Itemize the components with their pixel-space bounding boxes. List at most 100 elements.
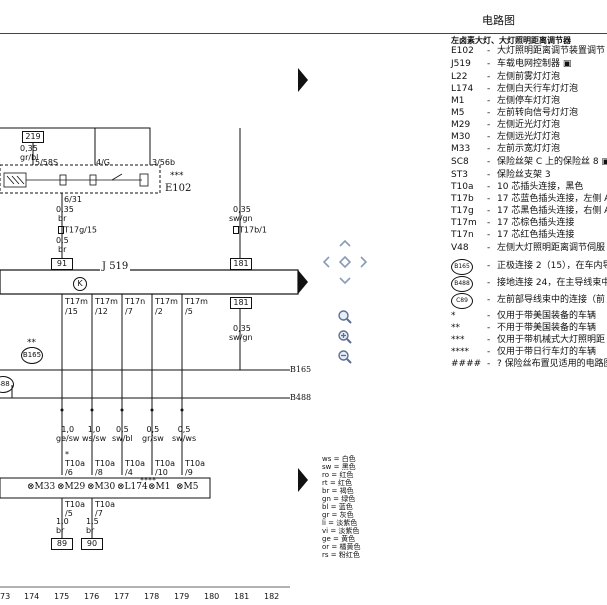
page-continue-arrow-icon (298, 68, 308, 92)
ruler-number: 180 (204, 592, 220, 601)
pan-left-icon[interactable] (319, 254, 335, 270)
lamp-m5[interactable]: ⊗M5 (176, 482, 199, 492)
b165-stars: ** (27, 338, 36, 348)
color-code: or = 橘黄色 (322, 543, 361, 551)
e102-switch-symbol (3, 172, 149, 188)
ruler-number: 179 (174, 592, 190, 601)
j519-pin-label: T17m/15 (65, 297, 88, 316)
zoom-in-icon[interactable] (337, 329, 353, 345)
legend-item: T10a-10 芯插头连接，黑色 (451, 182, 584, 192)
connector-label: T17g/15 (58, 226, 97, 235)
fuse-181-box[interactable]: 181 (230, 258, 252, 270)
bulb-icon: ⊗ (117, 482, 125, 492)
j519-k-marker: K (73, 277, 87, 291)
legend-item: M5-左前转向信号灯灯泡 (451, 108, 579, 118)
wiring-diagram (0, 127, 299, 588)
lamp-l174[interactable]: ⊗L174 (117, 482, 148, 492)
camera-icon[interactable]: ▣ (562, 59, 572, 69)
color-code: ws = 白色 (322, 455, 356, 463)
zoom-fit-icon[interactable] (337, 309, 353, 325)
legend-heading: 左卤素大灯、大灯照明距离调节器 (451, 36, 571, 45)
legend-item: L174-左侧白天行车灯灯泡 (451, 84, 579, 94)
e102-stars: *** (170, 171, 184, 181)
lamp-m29[interactable]: ⊗M29 (57, 482, 86, 492)
bulb-icon: ⊗ (27, 482, 35, 492)
legend-circle-item: B165-正极连接 2（15），在车内导 (451, 259, 607, 275)
ruler-number: 174 (24, 592, 40, 601)
pan-center-icon[interactable] (337, 254, 353, 270)
legend-item: M1-左侧停车灯灯泡 (451, 96, 561, 106)
lamp-connector-label: T10a/9 (185, 459, 205, 477)
fuse-91-box[interactable]: 91 (51, 258, 73, 270)
j519-label[interactable]: J 519 (100, 261, 131, 272)
color-code: bl = 蓝色 (322, 503, 353, 511)
color-code: rs = 粉红色 (322, 551, 360, 559)
legend-item: T17n-17 芯红色插头连接 (451, 230, 575, 240)
legend-circle-item: C89-左前部导线束中的连接（前 (451, 293, 605, 309)
color-code-list: ws = 白色 sw = 黑色 ro = 红色 rt = 红色 br = 褐色 … (322, 455, 360, 559)
color-code: li = 淡紫色 (322, 519, 358, 527)
bulb-icon: ⊗ (87, 482, 95, 492)
color-code: br = 褐色 (322, 487, 354, 495)
wire-size-label: 0,35 (233, 324, 251, 333)
ground-90-box[interactable]: 90 (81, 538, 103, 550)
legend-circle-item: B488-接地连接 24，在主导线束中 (451, 276, 607, 292)
ground-89-box[interactable]: 89 (51, 538, 73, 550)
color-code: ro = 红色 (322, 471, 354, 479)
wire-color-label: br (58, 214, 67, 223)
connector-icon (58, 226, 64, 234)
zoom-out-icon[interactable] (337, 349, 353, 365)
color-code: gr = 灰色 (322, 511, 354, 519)
j519-pin-label: T17m/5 (185, 297, 208, 316)
wire-size-label: 0,35 (56, 205, 74, 214)
pan-up-icon[interactable] (337, 236, 353, 252)
wire-color-label: br (58, 245, 67, 254)
wire-size-label: 0,35 (20, 144, 38, 153)
b165-connection-circle[interactable]: B165 (21, 347, 43, 364)
ruler-number: 73 (0, 592, 11, 601)
legend-item: T17b-17 芯蓝色插头连接，左侧 A (451, 194, 607, 204)
legend-item: V48-左侧大灯照明距离调节伺服 (451, 243, 606, 253)
color-code: ge = 黄色 (322, 535, 356, 543)
legend-item: M30-左侧远光灯灯泡 (451, 132, 561, 142)
lamp-bottom-conn: T10a/7 (95, 500, 115, 518)
ruler-number: 178 (144, 592, 160, 601)
legend-item: E102-大灯照明距离调节装置调节 (451, 46, 606, 56)
e102-label[interactable]: E102 (165, 183, 192, 194)
lamp-connector-label: T10a/10 (155, 459, 175, 477)
color-code: vi = 淡紫色 (322, 527, 360, 535)
legend-note: ****-仅用于带日行车灯的车辆 (451, 347, 597, 357)
j519-pin-label: T17m/2 (155, 297, 178, 316)
legend-note: ***-仅用于带机械式大灯照明距 (451, 335, 606, 345)
e102-pin-31: 6/31 (64, 195, 82, 204)
ruler-number: 176 (84, 592, 100, 601)
legend-item: SC8-保险丝架 C 上的保险丝 8 ▣ (451, 158, 607, 167)
connector-icon (233, 226, 239, 234)
lamp-connector-label: T10a/4 (125, 459, 145, 477)
bulb-icon: ⊗ (176, 482, 184, 492)
pan-down-icon[interactable] (337, 272, 353, 288)
legend-item: L22-左侧前雾灯灯泡 (451, 72, 561, 82)
legend-item: J519-车载电网控制器 ▣ (451, 59, 572, 69)
bus-b488-label: B488 (290, 393, 312, 402)
bulb-icon: ⊗ (57, 482, 65, 492)
lamp-m1[interactable]: ⊗M1 (148, 482, 171, 492)
lamp-connector-label: *T10a/6 (65, 450, 85, 477)
pan-right-icon[interactable] (355, 254, 371, 270)
color-code: rt = 红色 (322, 479, 352, 487)
color-code: sw = 黑色 (322, 463, 356, 471)
camera-icon[interactable]: ▣ (601, 157, 607, 167)
lamp-m33[interactable]: ⊗M33 (27, 482, 56, 492)
legend-note: *-仅用于带美国装备的车辆 (451, 311, 597, 321)
color-code: gn = 绿色 (322, 495, 356, 503)
lamp-m30[interactable]: ⊗M30 (87, 482, 116, 492)
lamp-bottom-conn: T10a/5 (65, 500, 85, 518)
fuse-219-box[interactable]: 219 (22, 131, 44, 143)
fuse-181-box[interactable]: 181 (230, 297, 252, 309)
e102-pin-58s: 5/58S (35, 158, 59, 167)
